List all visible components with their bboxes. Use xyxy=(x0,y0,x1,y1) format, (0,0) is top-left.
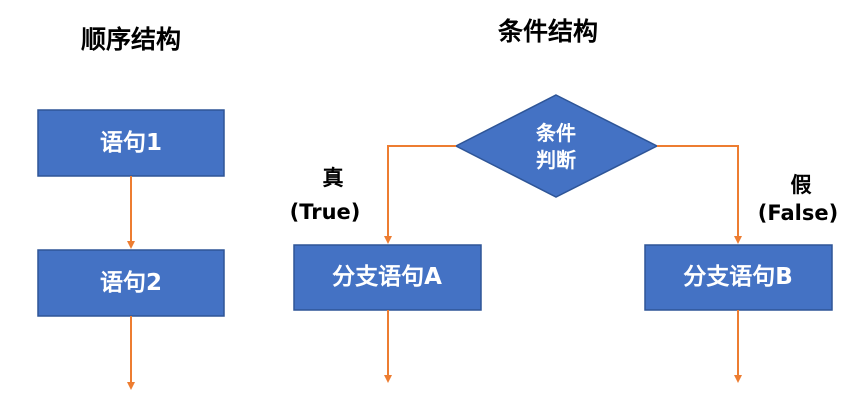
false-label-en: (False) xyxy=(758,201,838,225)
true-branch-arrow xyxy=(384,145,456,244)
statement-1-label: 语句1 xyxy=(100,129,162,156)
branch-a-box: 分支语句A xyxy=(293,244,482,311)
true-label: 真 xyxy=(323,166,344,190)
conditional-title: 条件结构 xyxy=(498,17,598,46)
false-label: 假 xyxy=(791,173,812,197)
statement-2-box: 语句2 xyxy=(37,249,225,317)
true-label-en: (True) xyxy=(290,200,361,224)
branch-b-box: 分支语句B xyxy=(644,244,833,311)
sequential-title: 顺序结构 xyxy=(81,25,181,54)
false-branch-arrow xyxy=(657,145,742,244)
statement-1-box: 语句1 xyxy=(37,109,225,177)
condition-diamond: 条件 判断 xyxy=(454,94,659,198)
branch-a-label: 分支语句A xyxy=(332,263,442,290)
condition-label-line2: 判断 xyxy=(536,148,576,172)
branch-b-label: 分支语句B xyxy=(683,263,793,290)
statement-2-label: 语句2 xyxy=(100,269,162,296)
condition-label-line1: 条件 xyxy=(536,121,576,145)
